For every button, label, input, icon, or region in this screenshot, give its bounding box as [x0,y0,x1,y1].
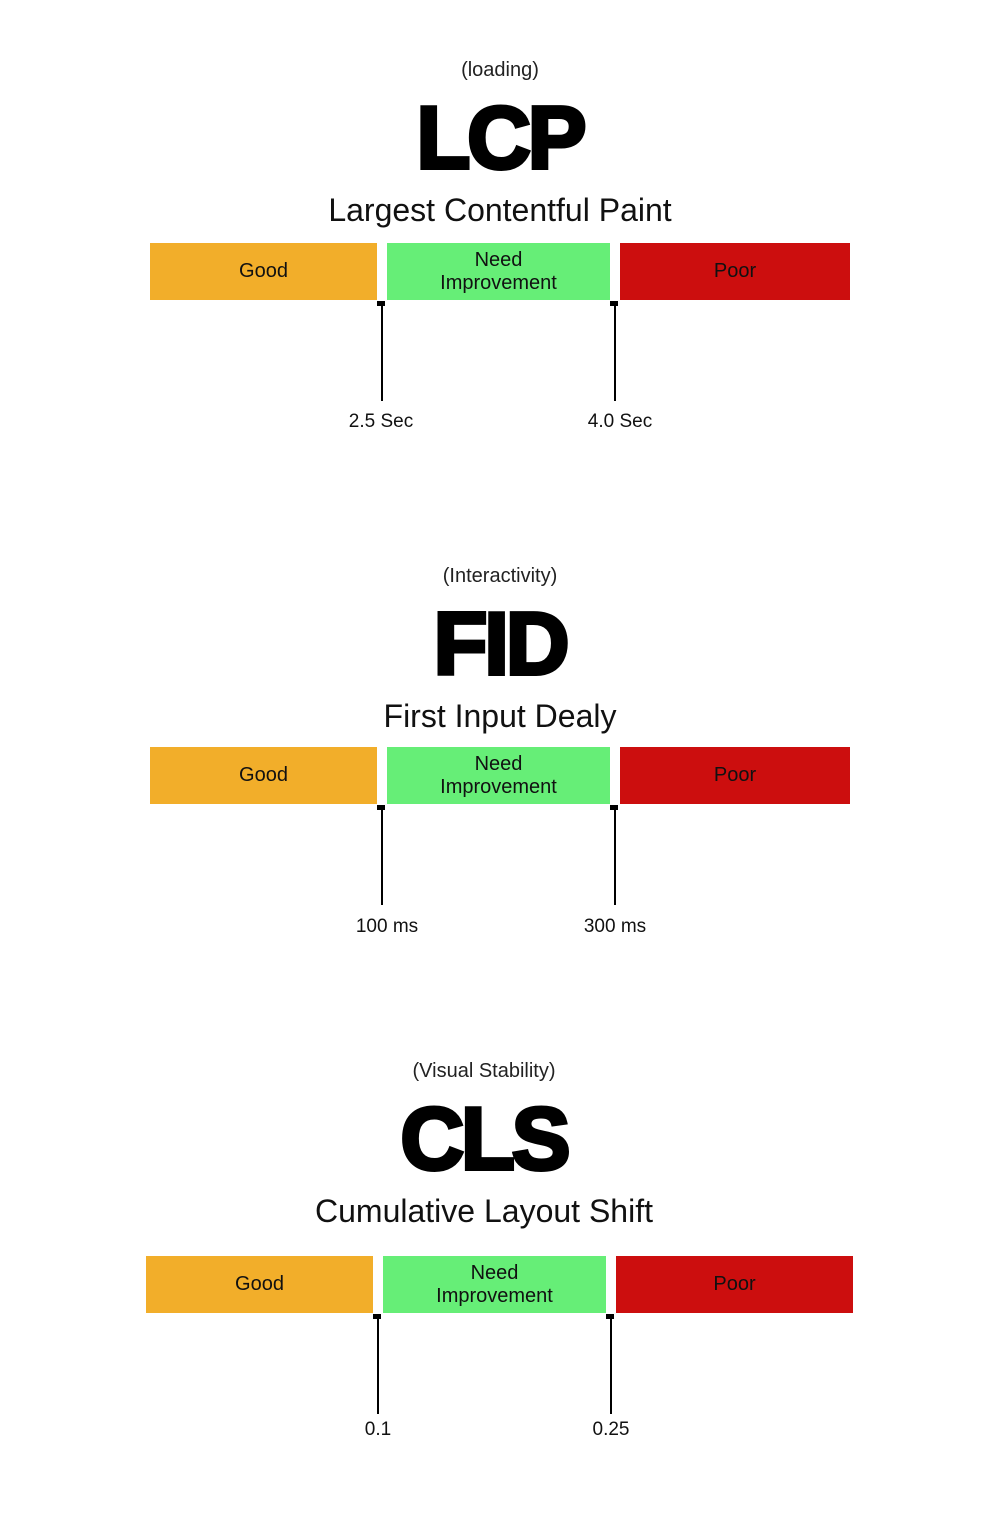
metric-category: (Interactivity) [442,565,558,587]
metric-full-name: Largest Contentful Paint [328,192,672,228]
metric-cls: (Visual Stability) CLS Cumulative Layout… [0,1059,1000,1529]
threshold-label-1: 100 ms [355,916,419,937]
segment-need-improvement: Need Improvement [383,1256,606,1313]
threshold-marker-line [614,805,616,905]
threshold-marker-line [610,1314,612,1414]
segment-need-label-line1: Need [474,248,523,271]
metric-fid: (Interactivity) FID First Input Dealy Go… [0,564,1000,1034]
segment-need-label: Need Improvement [440,753,557,799]
segment-need-label-line1: Need [470,1261,519,1284]
segment-need-label: Need Improvement [436,1262,553,1308]
threshold-label-1: 0.1 [364,1419,392,1440]
segment-need-label-line2: Improvement [440,271,557,294]
segment-poor-label: Poor [713,1273,756,1295]
metric-acronym: FID [432,592,572,695]
metric-acronym: LCP [415,86,589,189]
threshold-marker-line [381,301,383,401]
segment-need-label: Need Improvement [440,249,557,295]
segment-poor-label: Poor [713,260,757,282]
segment-need-improvement: Need Improvement [387,243,610,300]
metric-full-name: Cumulative Layout Shift [315,1193,653,1229]
threshold-label-2: 300 ms [583,916,647,937]
metric-full-name: First Input Dealy [383,698,617,734]
threshold-label-2: 4.0 Sec [587,411,653,432]
segment-need-label-line1: Need [474,752,523,775]
metric-category: (loading) [461,59,539,81]
segment-need-label-line2: Improvement [440,775,557,798]
segment-good-label: Good [239,260,288,282]
segment-poor-label: Poor [713,764,757,786]
segment-good: Good [150,747,377,804]
segment-poor: Poor [616,1256,853,1313]
threshold-marker-line [377,1314,379,1414]
segment-need-label-line2: Improvement [436,1284,553,1307]
segment-need-improvement: Need Improvement [387,747,610,804]
threshold-label-2: 0.25 [592,1419,630,1440]
segment-good: Good [146,1256,373,1313]
segment-poor: Poor [620,243,850,300]
threshold-label-1: 2.5 Sec [348,411,414,432]
metric-category: (Visual Stability) [412,1060,556,1082]
metric-acronym: CLS [399,1087,573,1190]
segment-good: Good [150,243,377,300]
segment-good-label: Good [239,764,288,786]
threshold-marker-line [381,805,383,905]
segment-good-label: Good [235,1273,284,1295]
metric-lcp: (loading) LCP Largest Contentful Paint G… [0,58,1000,528]
segment-poor: Poor [620,747,850,804]
threshold-marker-line [614,301,616,401]
